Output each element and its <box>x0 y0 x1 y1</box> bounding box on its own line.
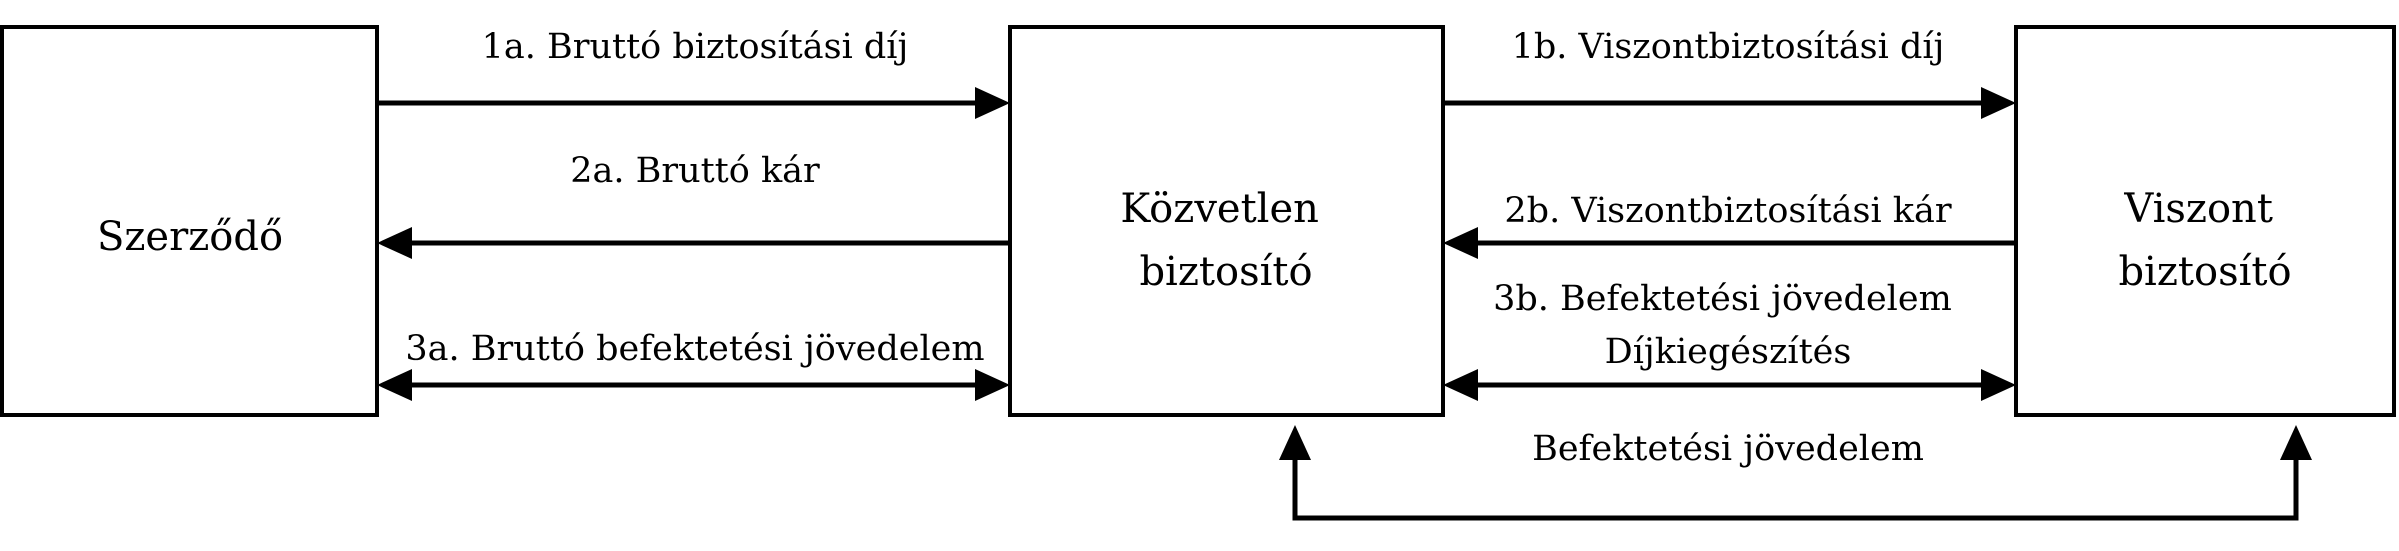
arrow-2a-head <box>377 227 412 259</box>
arrow-3b <box>1443 369 2016 401</box>
bottom-connector-head-left <box>1279 425 1311 460</box>
arrow-1b-head <box>1981 87 2016 119</box>
arrow-1b <box>1443 87 2016 119</box>
reinsurer-box <box>2014 25 2396 417</box>
reinsurer-label: Viszont biztosító <box>2118 186 2291 295</box>
contractor-box <box>0 25 379 417</box>
arrow-2b <box>1443 227 2016 259</box>
bottom-connector <box>1279 425 2312 521</box>
label-1a: 1a. Bruttó biztosítási díj <box>482 27 909 67</box>
arrow-3b-head-right <box>1981 369 2016 401</box>
arrow-3a-head-left <box>377 369 412 401</box>
label-bottom: Befektetési jövedelem <box>1532 429 1924 469</box>
label-2a: 2a. Bruttó kár <box>570 151 820 191</box>
arrow-1a-head <box>975 87 1010 119</box>
reinsurer-label-line1: Viszont <box>2123 186 2273 232</box>
direct-insurer-label-line2: biztosító <box>1139 249 1312 295</box>
bottom-connector-head-right <box>2280 425 2312 460</box>
arrow-3a-head-right <box>975 369 1010 401</box>
arrow-2b-head <box>1443 227 1478 259</box>
arrow-3b-head-left <box>1443 369 1478 401</box>
direct-insurer-box <box>1008 25 1445 417</box>
label-3b-line2: Díjkiegészítés <box>1605 332 1852 372</box>
label-2b: 2b. Viszontbiztosítási kár <box>1504 191 1951 231</box>
arrow-3a <box>377 369 1010 401</box>
direct-insurer-label: Közvetlen biztosító <box>1120 186 1331 295</box>
label-3b-line1: 3b. Befektetési jövedelem <box>1493 279 1952 319</box>
label-3b: 3b. Befektetési jövedelem Díjkiegészítés <box>1493 279 1963 372</box>
label-1b: 1b. Viszontbiztosítási díj <box>1512 27 1945 67</box>
contractor-label: Szerződő <box>97 214 283 260</box>
label-3a: 3a. Bruttó befektetési jövedelem <box>405 329 984 369</box>
direct-insurer-label-line1: Közvetlen <box>1120 186 1319 232</box>
arrow-2a <box>377 227 1010 259</box>
reinsurer-label-line2: biztosító <box>2118 249 2291 295</box>
arrow-1a <box>377 87 1010 119</box>
